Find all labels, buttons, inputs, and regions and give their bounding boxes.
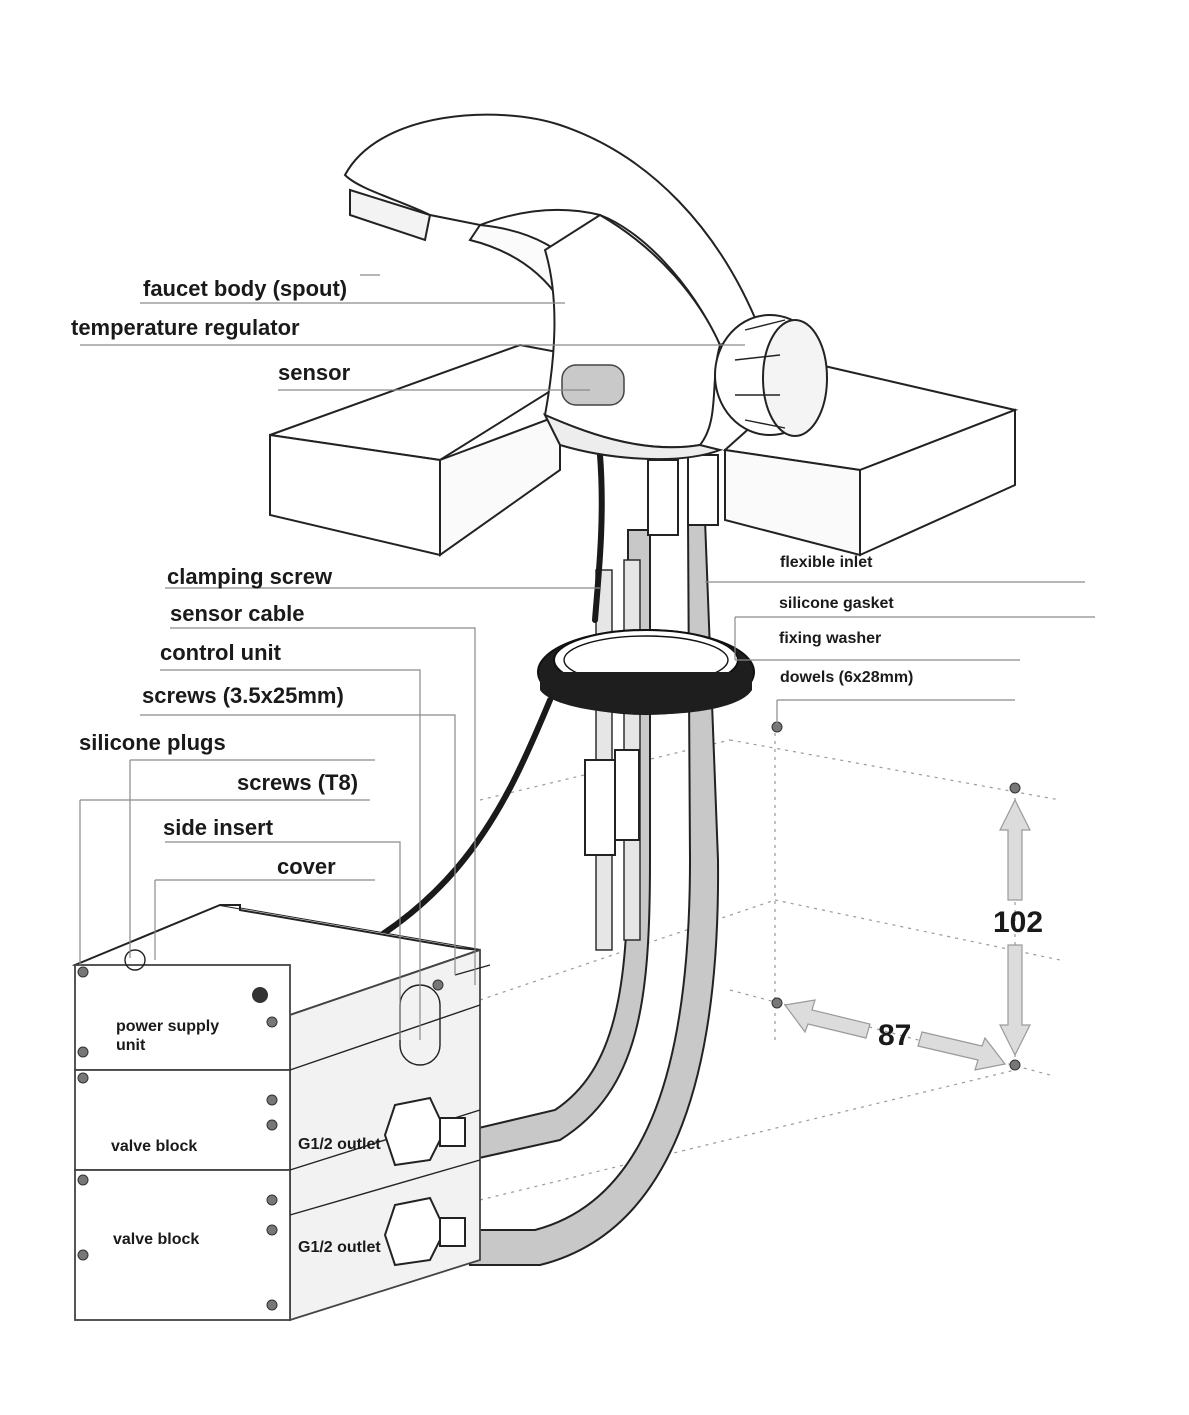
label-power-supply-line1: power supply xyxy=(116,1018,219,1035)
label-screws-35x25: screws (3.5x25mm) xyxy=(142,683,344,708)
flexible-inlet-hoses xyxy=(469,454,720,1266)
nut xyxy=(584,759,616,856)
label-sensor: sensor xyxy=(278,360,351,385)
fixing-washer xyxy=(537,629,755,715)
labels: faucet body (spout) temperature regulato… xyxy=(71,276,913,1256)
dowel-markers xyxy=(771,721,1021,1071)
label-control-unit: control unit xyxy=(160,640,282,665)
label-temperature-regulator: temperature regulator xyxy=(71,315,300,340)
dimension-width xyxy=(783,999,1007,1071)
dimension-width-label: 87 xyxy=(878,1019,911,1052)
hose-fitting xyxy=(687,454,719,526)
dowel-icon xyxy=(1009,1059,1021,1071)
hose-fitting xyxy=(647,459,679,536)
label-screws-t8: screws (T8) xyxy=(237,770,358,795)
nut xyxy=(614,749,640,841)
label-clamping-screw: clamping screw xyxy=(167,564,333,589)
label-silicone-plugs: silicone plugs xyxy=(79,730,226,755)
label-silicone-gasket: silicone gasket xyxy=(779,595,894,612)
label-outlet-2: G1/2 outlet xyxy=(298,1239,381,1256)
label-cover: cover xyxy=(277,854,336,879)
valve-block-box xyxy=(74,1169,291,1321)
label-flexible-inlet: flexible inlet xyxy=(780,554,873,571)
t8-screw xyxy=(454,964,491,976)
label-outlet-1: G1/2 outlet xyxy=(298,1136,381,1153)
valve-block-box xyxy=(74,1069,291,1171)
label-dowels: dowels (6x28mm) xyxy=(780,669,913,686)
label-faucet-body: faucet body (spout) xyxy=(143,276,347,301)
label-fixing-washer: fixing washer xyxy=(779,630,881,647)
screw-icons xyxy=(77,966,444,1311)
dowel-icon xyxy=(771,997,783,1009)
label-power-supply-line2: unit xyxy=(116,1037,146,1054)
dimension-height xyxy=(999,798,1031,1057)
label-side-insert: side insert xyxy=(163,815,274,840)
faucet xyxy=(343,113,828,461)
leader-lines xyxy=(79,274,1095,1040)
sensor-window xyxy=(561,364,625,406)
label-sensor-cable: sensor cable xyxy=(170,601,305,626)
dowel-icon xyxy=(1009,782,1021,794)
label-valve-block-2: valve block xyxy=(113,1231,199,1248)
power-supply-unit-box xyxy=(74,964,291,1071)
label-valve-block-1: valve block xyxy=(111,1138,197,1155)
cable-entry xyxy=(252,987,268,1003)
dimension-height-label: 102 xyxy=(993,906,1043,939)
control-unit-stack xyxy=(71,903,491,1322)
outlet-fittings xyxy=(383,1096,466,1267)
silicone-plug xyxy=(124,949,146,971)
